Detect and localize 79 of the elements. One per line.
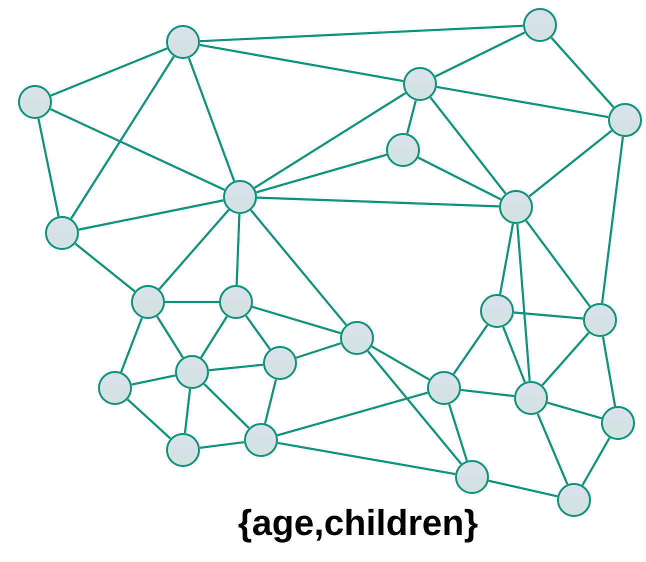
connector-line <box>525 220 591 308</box>
connector-line <box>502 326 526 383</box>
connector-line <box>245 315 271 350</box>
connector-line <box>601 136 624 304</box>
connector-line <box>602 336 616 406</box>
connector-line <box>436 86 608 118</box>
connector-line <box>278 442 456 476</box>
connector-line <box>277 392 428 436</box>
connector-line <box>158 209 230 290</box>
network-node <box>166 433 200 467</box>
network-node <box>131 285 165 319</box>
connector-line <box>430 96 506 194</box>
connector-line <box>418 156 502 200</box>
connector-line <box>236 214 240 286</box>
connector-line <box>514 311 584 320</box>
network-node <box>523 8 557 42</box>
connector-line <box>448 404 468 462</box>
network-node <box>386 133 420 167</box>
connector-line <box>252 306 342 334</box>
network-node <box>455 460 489 494</box>
connector-line <box>296 342 342 359</box>
network-node <box>480 294 514 328</box>
connector-line <box>188 58 236 182</box>
connector-line <box>78 199 224 231</box>
connector-line <box>406 100 417 134</box>
network-node <box>583 303 617 337</box>
connector-line <box>581 437 611 486</box>
network-node <box>340 321 374 355</box>
connector-line <box>120 317 143 373</box>
connector-line <box>200 44 404 82</box>
connector-line <box>550 36 614 108</box>
network-node <box>427 371 461 405</box>
network-node <box>557 483 591 517</box>
connector-line <box>371 346 430 380</box>
connector-line <box>37 118 60 217</box>
connector-line <box>264 379 277 424</box>
connector-line <box>208 364 264 372</box>
connector-line <box>165 300 219 304</box>
connector-line <box>256 154 387 194</box>
network-node <box>499 190 533 224</box>
connector-line <box>254 92 406 189</box>
connector-line <box>452 324 488 375</box>
connector-line <box>547 402 602 420</box>
connector-line <box>366 350 462 465</box>
connector-line <box>541 332 590 386</box>
connector-line <box>460 388 514 398</box>
connector-line <box>536 413 568 485</box>
network-node <box>403 67 437 101</box>
network-node <box>45 216 79 250</box>
network-node <box>166 25 200 59</box>
connector-line <box>498 224 514 294</box>
connector-line <box>256 196 500 208</box>
connector-line <box>156 316 184 358</box>
connector-line <box>50 47 168 97</box>
connector-line <box>203 383 250 429</box>
network-node <box>18 85 52 119</box>
connector-line <box>131 374 176 386</box>
network-node <box>608 103 642 137</box>
connector-line <box>200 441 244 449</box>
connector-line <box>70 56 175 220</box>
connector-line <box>488 480 558 498</box>
connector-line <box>184 388 192 434</box>
connector-line <box>126 398 172 440</box>
connector-line <box>200 316 228 358</box>
network-node <box>514 381 548 415</box>
network-node <box>601 406 635 440</box>
connector-line <box>528 130 612 198</box>
set-label: {age,children} <box>236 505 480 541</box>
connector-line <box>74 242 136 292</box>
connector-line <box>434 32 526 78</box>
connector-line <box>250 209 347 326</box>
network-node <box>223 180 257 214</box>
network-node <box>244 423 278 457</box>
connector-line <box>200 24 524 42</box>
network-node <box>219 285 253 319</box>
network-node <box>263 346 297 380</box>
network-node <box>175 355 209 389</box>
network-node <box>98 371 132 405</box>
connector-line <box>516 224 531 382</box>
